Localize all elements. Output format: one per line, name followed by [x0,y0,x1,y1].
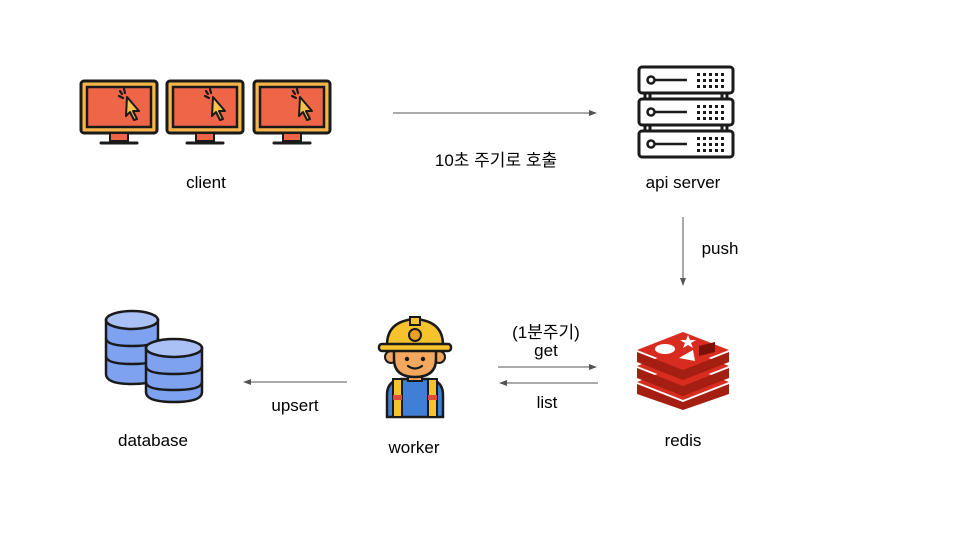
api-server-label: api server [645,173,721,192]
worker-label: worker [388,438,440,457]
monitor-cursor-icon [165,79,245,145]
database-icon [104,309,204,404]
arrow-worker-to-database [243,379,347,385]
monitor-cursor-icon [252,79,332,145]
monitor-cursor-icon [79,79,159,145]
edge-label-list: list [536,393,558,412]
edge-label-period: (1분주기) [512,323,580,342]
edge-label-push: push [701,239,739,258]
edge-label-upsert: upsert [271,396,319,415]
redis-label: redis [664,431,702,450]
edge-label-get: get [534,341,558,360]
arrow-client-to-api [393,110,597,116]
server-rack-icon [637,65,735,159]
worker-hardhat-icon [377,316,453,419]
redis-logo-icon [637,332,729,410]
arrow-api-to-redis [680,217,686,286]
client-label: client [186,173,226,192]
edge-label-client-to-api: 10초 주기로 호출 [434,151,558,170]
database-label: database [118,431,188,450]
arrow-worker-to-redis [498,364,597,370]
arrow-redis-to-worker [499,380,598,386]
